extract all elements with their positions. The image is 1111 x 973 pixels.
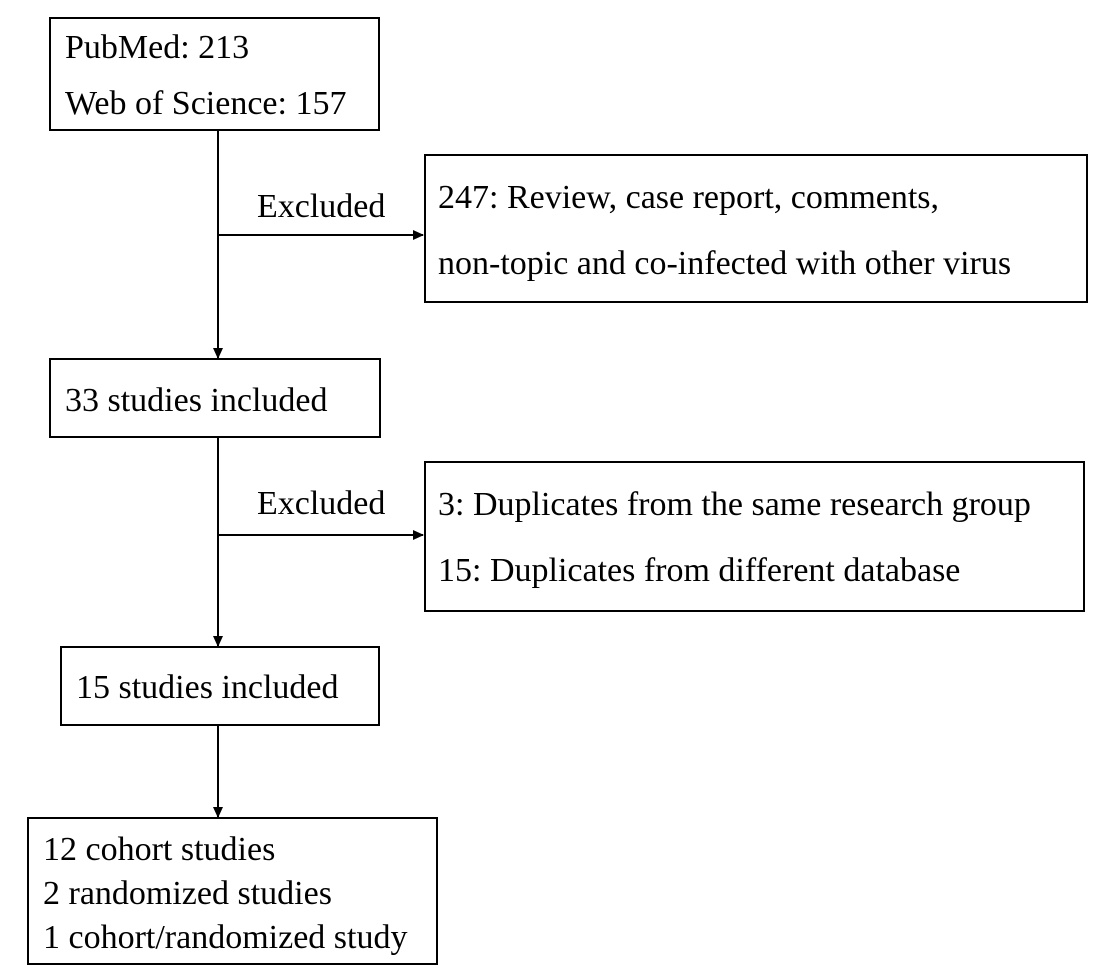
sources-box: PubMed: 213 Web of Science: 157 (49, 17, 380, 131)
exclusion-2-line-1: 3: Duplicates from the same research gro… (438, 486, 1031, 523)
step-33-box: 33 studies included (49, 358, 381, 438)
pubmed-count: PubMed: 213 (65, 29, 250, 66)
cohort-randomized-study: 1 cohort/randomized study (43, 919, 408, 956)
step-33-text: 33 studies included (65, 382, 328, 419)
exclusion-box-2: 3: Duplicates from the same research gro… (424, 461, 1085, 612)
randomized-studies: 2 randomized studies (43, 875, 332, 912)
exclusion-1-line-2: non-topic and co-infected with other vir… (438, 245, 1012, 282)
final-box: 12 cohort studies 2 randomized studies 1… (27, 817, 438, 965)
cohort-studies: 12 cohort studies (43, 831, 276, 868)
exclusion-2-line-2: 15: Duplicates from different database (438, 552, 961, 589)
excluded-label-2: Excluded (257, 485, 386, 522)
exclusion-box-1: 247: Review, case report, comments, non-… (424, 154, 1088, 303)
step-15-text: 15 studies included (76, 669, 339, 706)
step-15-box: 15 studies included (60, 646, 380, 726)
web-of-science-count: Web of Science: 157 (65, 85, 347, 122)
excluded-label-1: Excluded (257, 188, 386, 225)
exclusion-1-line-1: 247: Review, case report, comments, (438, 179, 940, 216)
